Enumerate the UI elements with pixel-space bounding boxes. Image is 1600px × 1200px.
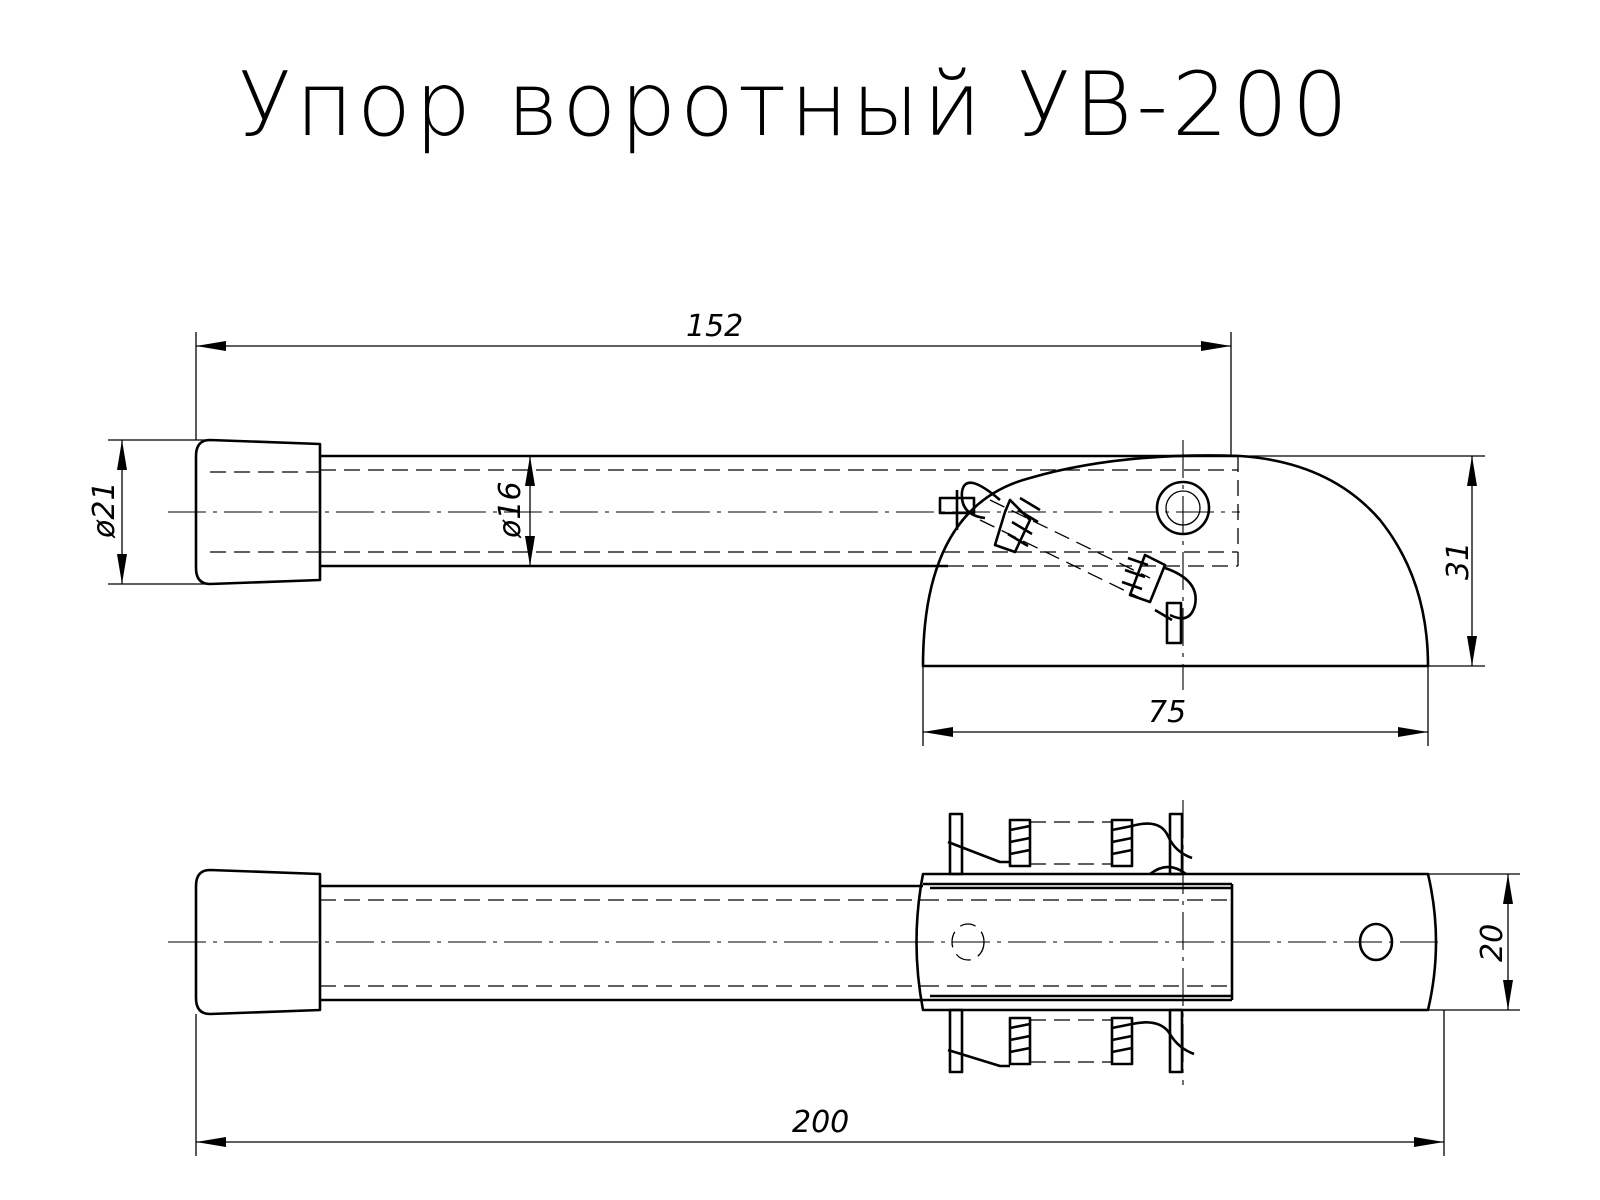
dim-label-200: 200 <box>792 1105 849 1140</box>
front-bracket <box>921 454 1430 668</box>
dimension-152: 152 <box>195 309 1232 456</box>
dimension-200: 200 <box>195 1010 1445 1156</box>
dim-label-152: 152 <box>686 309 743 344</box>
front-tube <box>320 454 1239 568</box>
front-view: 152 ø21 ø16 31 <box>87 309 1485 746</box>
top-tube <box>320 884 923 1002</box>
dim-label-cap-diameter: ø21 <box>87 481 122 539</box>
dimension-75: 75 <box>922 666 1429 746</box>
spring-assembly-bottom-icon <box>947 1008 1195 1074</box>
dim-label-20: 20 <box>1475 924 1510 962</box>
top-view: 20 200 <box>168 800 1520 1156</box>
spring-pin-icon <box>938 481 1197 645</box>
dimension-31: 31 <box>1240 455 1485 667</box>
dimension-cap-diameter: ø21 <box>87 439 210 585</box>
dimension-tube-diameter: ø16 <box>493 456 535 566</box>
dim-label-31: 31 <box>1441 542 1476 580</box>
spring-assembly-top-icon <box>947 812 1193 876</box>
top-rubber-cap <box>194 868 322 1016</box>
dimension-20: 20 <box>1428 873 1520 1011</box>
drawing-title: Упор воротный УВ-200 <box>238 53 1352 156</box>
dim-label-tube-diameter: ø16 <box>493 481 528 539</box>
dim-label-75: 75 <box>1148 695 1186 730</box>
